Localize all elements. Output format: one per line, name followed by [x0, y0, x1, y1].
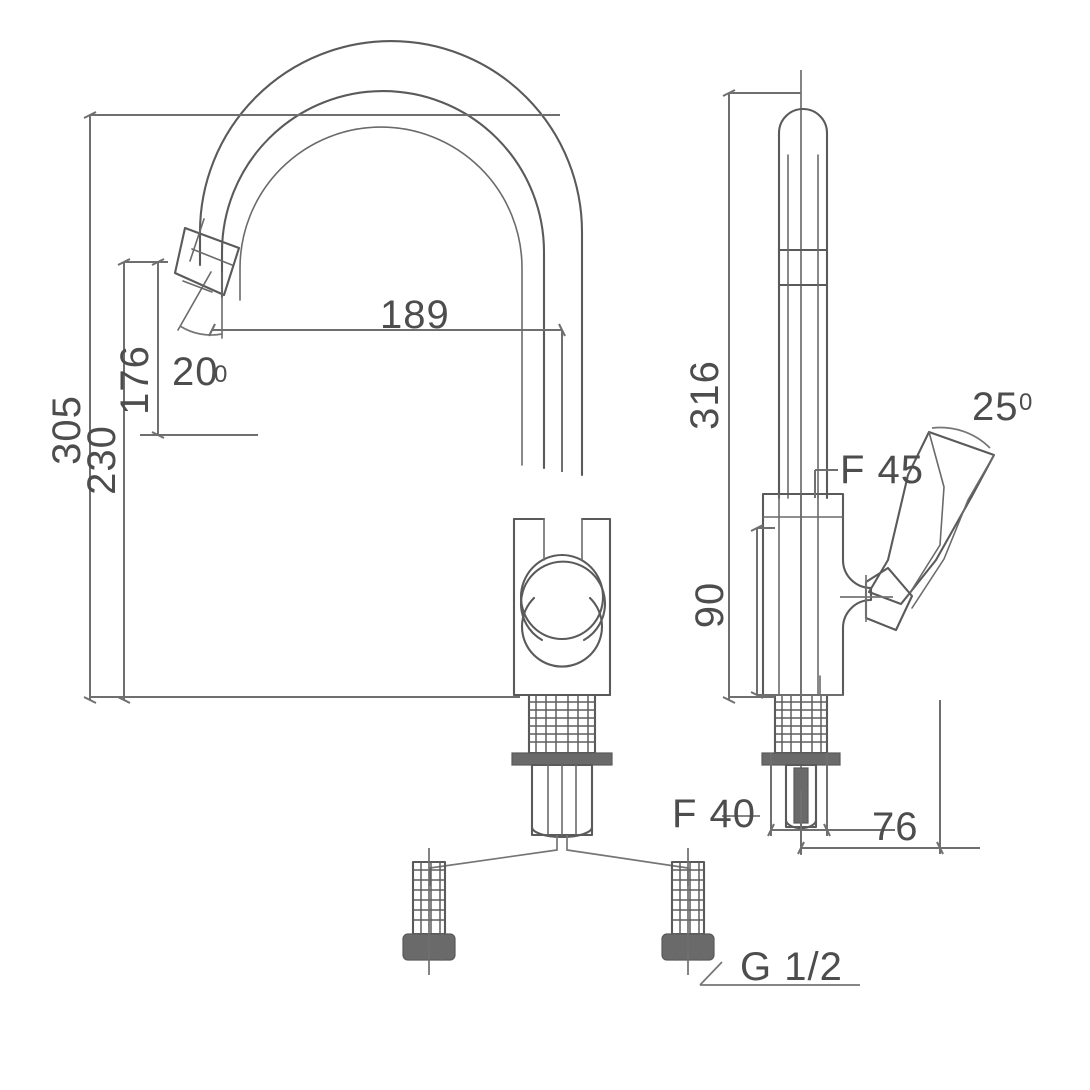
faucet-body-front — [512, 517, 612, 697]
mounting-washer-side — [761, 752, 841, 766]
cartridge-ring — [519, 553, 605, 641]
mounting-washer — [511, 752, 613, 766]
hose-connector-right — [661, 848, 715, 975]
cartridge-keyhole-inner — [520, 596, 604, 668]
label-angle-20-degree-symbol: 0 — [214, 361, 227, 388]
threaded-shank-side — [761, 693, 841, 830]
angle-20-arc — [179, 325, 223, 336]
dimension-176 — [124, 258, 258, 439]
label-f45: F 45 — [840, 448, 924, 492]
dimension-189 — [208, 323, 566, 472]
dimension-316 — [722, 89, 801, 704]
label-angle-20: 20 — [172, 350, 219, 394]
spout-column-side — [777, 108, 829, 500]
label-176: 176 — [113, 345, 157, 415]
front-elevation-view — [83, 40, 860, 986]
label-76: 76 — [872, 805, 919, 849]
threaded-shank-front — [511, 693, 613, 839]
cartridge-keyhole — [519, 560, 607, 642]
angle-25-arc — [931, 426, 991, 449]
dimension-76 — [797, 700, 980, 855]
faucet-body-side — [761, 492, 873, 697]
g12-leader-line — [699, 961, 735, 986]
label-angle-25-degree-symbol: 0 — [1019, 389, 1032, 416]
spout-outer-profile — [198, 40, 584, 477]
label-g12: G 1/2 — [740, 945, 843, 989]
dimension-f45 — [814, 469, 838, 498]
aerator-nozzle — [173, 218, 241, 297]
lever-handle — [840, 426, 996, 632]
label-316: 316 — [683, 360, 727, 430]
label-f40: F 40 — [672, 792, 756, 836]
spout-inner-profile — [220, 89, 546, 470]
dimension-f40 — [722, 753, 895, 837]
side-elevation-view — [722, 70, 996, 855]
dimension-90 — [750, 524, 843, 699]
label-230: 230 — [80, 425, 124, 495]
label-90: 90 — [688, 582, 732, 629]
label-305: 305 — [45, 395, 89, 465]
hose-connector-left — [402, 848, 456, 975]
label-189: 189 — [380, 293, 450, 337]
aerator-axis — [177, 271, 212, 331]
dimension-305 — [83, 111, 560, 704]
label-angle-25: 25 — [972, 385, 1019, 429]
dimension-labels: 305 230 176 189 20 0 316 90 F 45 25 0 F … — [45, 293, 1032, 989]
spout-bore-line — [239, 126, 523, 466]
